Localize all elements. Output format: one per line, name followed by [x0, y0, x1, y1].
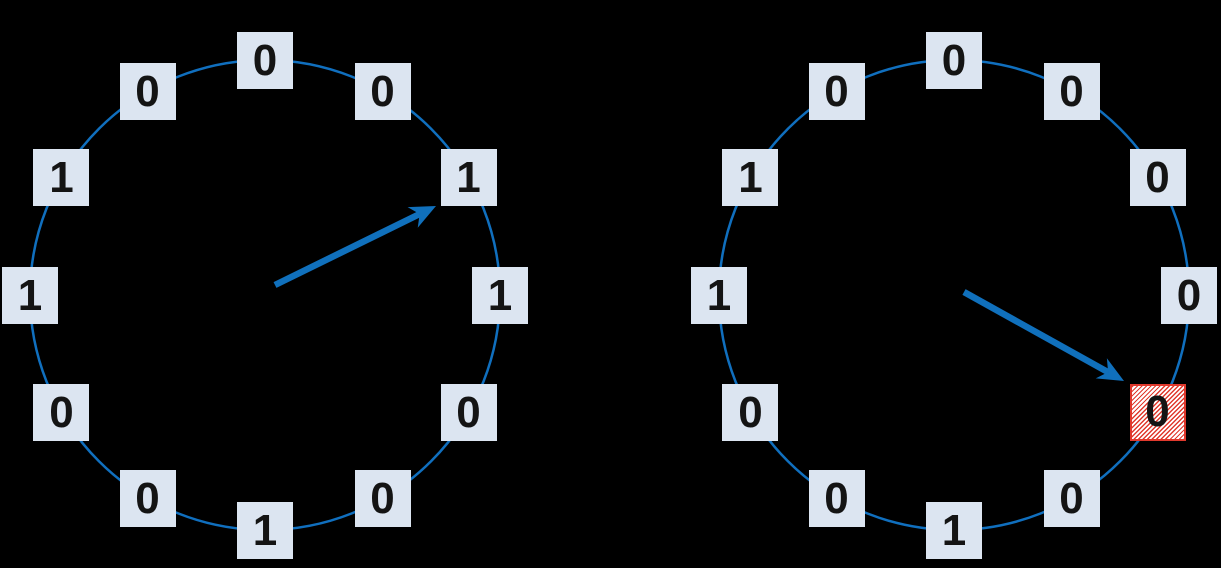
pointer-arrow-shaft — [273, 211, 422, 288]
bit-cell: 0 — [808, 470, 865, 528]
ring-circle — [717, 58, 1191, 532]
bit-cell: 1 — [926, 501, 982, 559]
bit-cell: 0 — [1043, 62, 1100, 120]
bit-cell: 1 — [33, 149, 90, 206]
bit-cell: 1 — [691, 266, 747, 324]
bit-cell: 0 — [926, 31, 982, 89]
bit-cell: 0 — [1129, 149, 1186, 206]
pointer-arrow-head — [407, 206, 436, 228]
bit-cell: 0 — [1043, 470, 1100, 528]
bit-cell: 1 — [472, 266, 528, 324]
bit-cell: 0 — [808, 62, 865, 120]
bit-cell: 0 — [354, 62, 411, 120]
bit-cell: 0 — [354, 470, 411, 528]
bit-cell: 0 — [1161, 266, 1217, 324]
bit-cell: 1 — [237, 501, 293, 559]
bit-cell: 0 — [33, 384, 90, 441]
bit-cell: 0 — [237, 31, 293, 89]
bit-cell: 0 — [722, 384, 779, 441]
pointer-arrow-shaft — [962, 289, 1110, 375]
bit-cell: 0 — [119, 62, 176, 120]
pointer-arrow-head — [1095, 358, 1124, 381]
bit-cell: 1 — [722, 149, 779, 206]
ring-circle — [28, 58, 502, 532]
bit-cell: 1 — [2, 266, 58, 324]
bit-cell: 0 — [440, 384, 497, 441]
bit-cell: 1 — [440, 149, 497, 206]
bit-cell: 0 — [119, 470, 176, 528]
highlighted-bit-cell: 0 — [1129, 384, 1186, 441]
